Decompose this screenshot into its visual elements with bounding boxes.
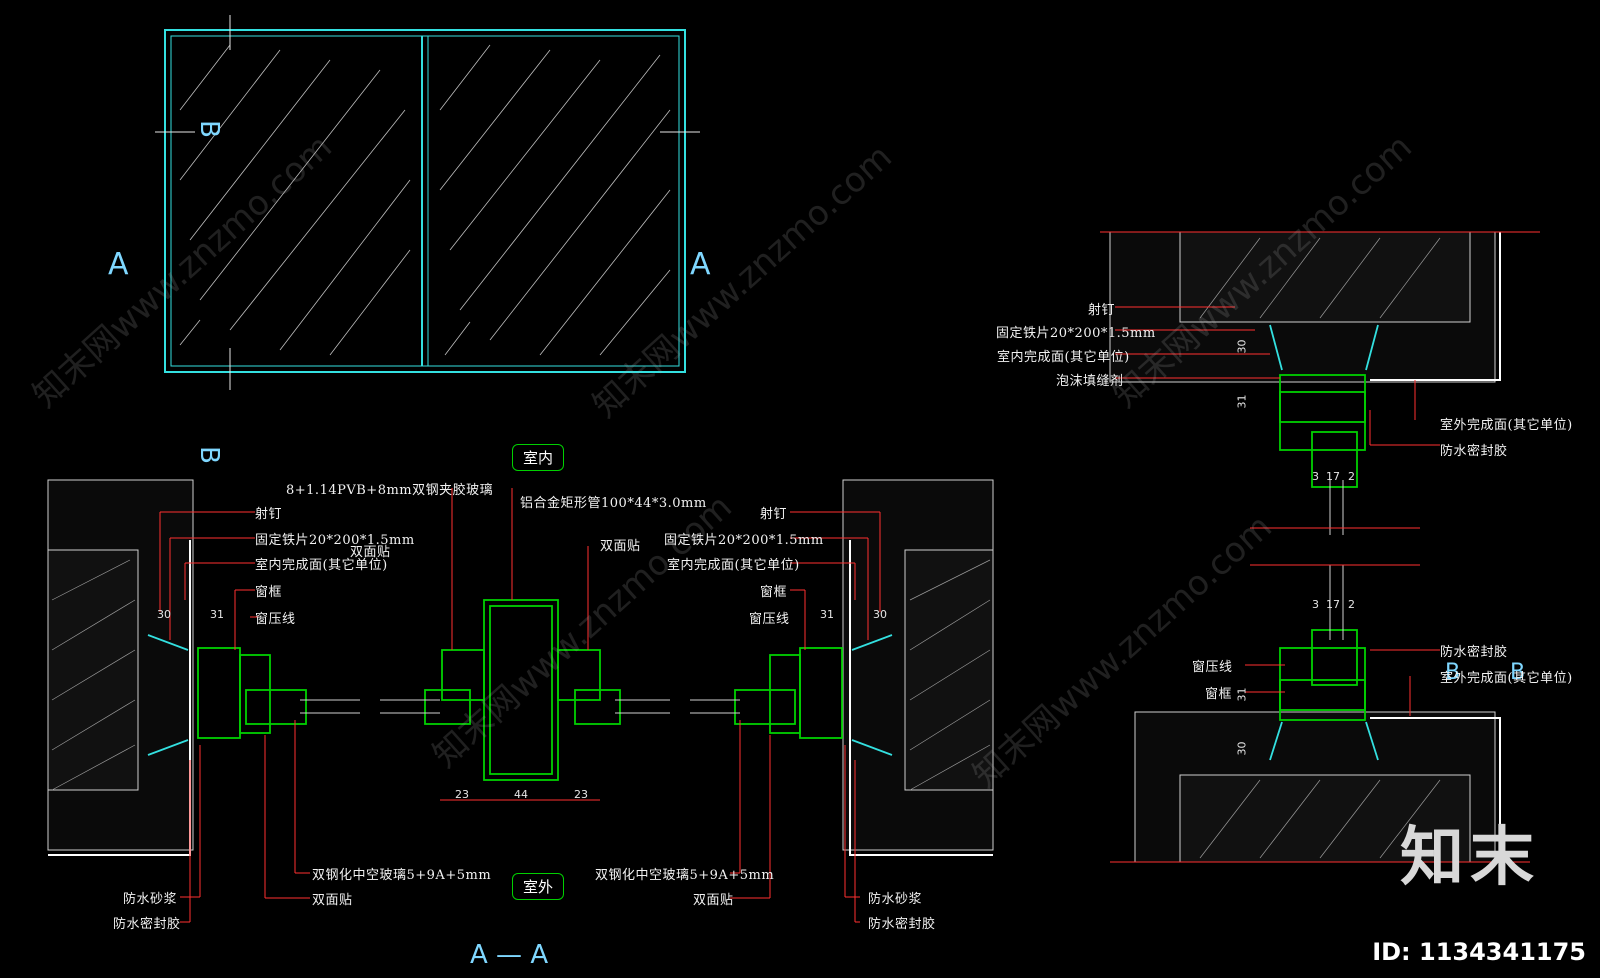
vert-outer-finish-label: 室外完成面(其它单位) xyxy=(1440,418,1573,433)
left-tape-label: 双面贴 xyxy=(350,545,391,560)
right-plate-label: 固定铁片20*200*1.5mm xyxy=(664,533,824,548)
gdim-17-top: 17 xyxy=(1326,470,1340,483)
outdoor-label: 室外 xyxy=(512,873,565,900)
left-glass-label: 双钢化中空玻璃5+9A+5mm xyxy=(312,868,492,883)
image-id: ID: 1134341175 xyxy=(1372,938,1586,966)
vert-bead-label: 窗压线 xyxy=(1192,660,1233,675)
vert-nail-label: 射钉 xyxy=(1088,303,1116,318)
dim-23-right: 23 xyxy=(574,788,588,801)
vert-outer-finish2-label: 室外完成面(其它单位) xyxy=(1440,671,1573,686)
section-letter-a-right: A xyxy=(690,247,711,282)
section-title: A — A xyxy=(470,940,549,970)
section-letter-b-mid: B xyxy=(193,446,224,464)
left-mortar-label: 防水砂浆 xyxy=(123,892,178,907)
vdim-30-bottom: 30 xyxy=(1235,741,1249,756)
dim-44: 44 xyxy=(514,788,528,801)
dim-23-left: 23 xyxy=(455,788,469,801)
right-finish-label: 室内完成面(其它单位) xyxy=(667,558,800,573)
indoor-label: 室内 xyxy=(512,444,565,471)
right-frame-label: 窗框 xyxy=(760,585,788,600)
vert-foam-label: 泡沫填缝剂 xyxy=(1056,374,1124,389)
left-window-frame xyxy=(147,634,307,756)
vert-finish-label: 室内完成面(其它单位) xyxy=(997,350,1130,365)
section-letter-b-top: B xyxy=(193,120,224,138)
dim-30-right: 30 xyxy=(873,608,887,621)
vdim-30-top: 30 xyxy=(1235,339,1249,354)
dim-31-left: 31 xyxy=(210,608,224,621)
dim-30-left: 30 xyxy=(157,608,171,621)
left-bead-label: 窗压线 xyxy=(255,612,296,627)
right-bead-label: 窗压线 xyxy=(749,612,790,627)
brand-logo: 知末 xyxy=(1400,821,1540,895)
right-wall xyxy=(842,479,994,856)
right-mortar-label: 防水砂浆 xyxy=(868,892,923,907)
vert-sealant2-label: 防水密封胶 xyxy=(1440,645,1508,660)
vdim-31-bottom: 31 xyxy=(1235,687,1249,702)
left-frame-label: 窗框 xyxy=(255,585,283,600)
section-letter-b-right-2: B xyxy=(1510,660,1526,685)
glass-panes xyxy=(300,699,740,714)
section-cut-lines xyxy=(155,15,700,390)
right-nail-label: 射钉 xyxy=(760,507,788,522)
center-tape-label: 双面贴 xyxy=(600,539,641,554)
right-glass-label: 双钢化中空玻璃5+9A+5mm xyxy=(595,868,775,883)
vertical-section-bottom xyxy=(1110,711,1530,863)
vdim-31-top: 31 xyxy=(1235,394,1249,409)
left-nail-label: 射钉 xyxy=(255,507,283,522)
section-letter-a-left: A xyxy=(108,247,129,282)
glass-hatch xyxy=(179,44,671,356)
center-laminated-label: 8+1.14PVB+8mm双钢夹胶玻璃 xyxy=(286,483,494,498)
gdim-2-bottom: 2 xyxy=(1348,598,1355,611)
vert-frame-label: 窗框 xyxy=(1205,687,1233,702)
right-window-frame xyxy=(734,634,893,756)
dim-31-right: 31 xyxy=(820,608,834,621)
right-tape-label: 双面贴 xyxy=(693,893,734,908)
window-elevation xyxy=(164,29,686,373)
right-sealant-label: 防水密封胶 xyxy=(868,917,936,932)
vertical-frames xyxy=(1269,324,1379,761)
left-plate-label: 固定铁片20*200*1.5mm xyxy=(255,533,415,548)
vert-plate-label: 固定铁片20*200*1.5mm xyxy=(996,326,1156,341)
center-tube-label: 铝合金矩形管100*44*3.0mm xyxy=(520,496,707,511)
left-sealant-label: 防水密封胶 xyxy=(113,917,181,932)
section-letter-b-right-1: B xyxy=(1445,660,1461,685)
center-mullion xyxy=(424,599,621,781)
leader-lines xyxy=(159,488,881,923)
gdim-17-bottom: 17 xyxy=(1326,598,1340,611)
gdim-3-top: 3 xyxy=(1312,470,1319,483)
left-finish-label: 室内完成面(其它单位) xyxy=(255,558,388,573)
left-wall xyxy=(47,479,194,856)
vert-sealant-label: 防水密封胶 xyxy=(1440,444,1508,459)
gdim-2-top: 2 xyxy=(1348,470,1355,483)
gdim-3-bottom: 3 xyxy=(1312,598,1319,611)
vertical-leaders xyxy=(1115,306,1440,716)
vertical-glass xyxy=(1329,480,1344,640)
left-tape2-label: 双面贴 xyxy=(312,893,353,908)
